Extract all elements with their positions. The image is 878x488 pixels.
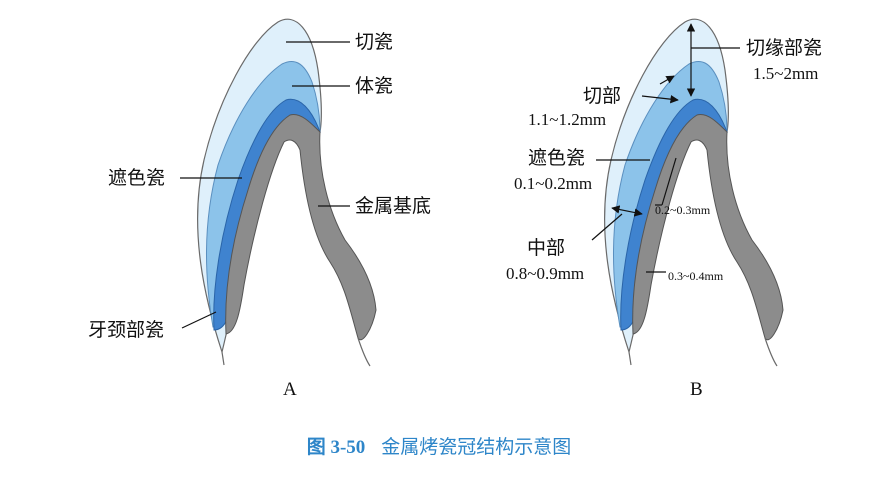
label-middle-part: 中部	[527, 237, 566, 259]
label-cervical-porcelain: 牙颈部瓷	[88, 319, 165, 341]
label-opaque-range: 0.1~0.2mm	[514, 174, 593, 193]
label-incisal-edge-porcelain: 切缘部瓷	[746, 37, 823, 59]
tooth-b	[604, 18, 784, 367]
figure-title: 金属烤瓷冠结构示意图	[381, 436, 572, 458]
label-opaque-porcelain-b: 遮色瓷	[528, 147, 586, 169]
panel-label-a: A	[283, 379, 297, 400]
leaders-a	[180, 41, 350, 329]
metal-substructure-b	[632, 113, 784, 341]
label-incisal-edge-range: 1.5~2mm	[753, 64, 819, 83]
label-incisal-part: 切部	[583, 85, 622, 107]
label-body-porcelain: 体瓷	[355, 75, 394, 97]
figure-caption: 图 3-50 金属烤瓷冠结构示意图	[0, 436, 878, 459]
label-metal-thick-range: 0.3~0.4mm	[668, 269, 724, 283]
label-metal-substructure: 金属基底	[355, 195, 432, 217]
figure-number: 图 3-50	[306, 437, 366, 458]
label-incisal-part-range: 1.1~1.2mm	[528, 110, 607, 129]
panel-label-b: B	[690, 379, 703, 400]
label-middle-range: 0.8~0.9mm	[506, 264, 585, 283]
label-incisal-porcelain: 切瓷	[355, 31, 394, 53]
metal-substructure-a	[225, 113, 377, 341]
leaders-b	[591, 23, 740, 273]
tooth-a	[197, 18, 377, 367]
label-opaque-porcelain-a: 遮色瓷	[108, 167, 166, 189]
label-metal-thin-range: 0.2~0.3mm	[655, 203, 711, 217]
